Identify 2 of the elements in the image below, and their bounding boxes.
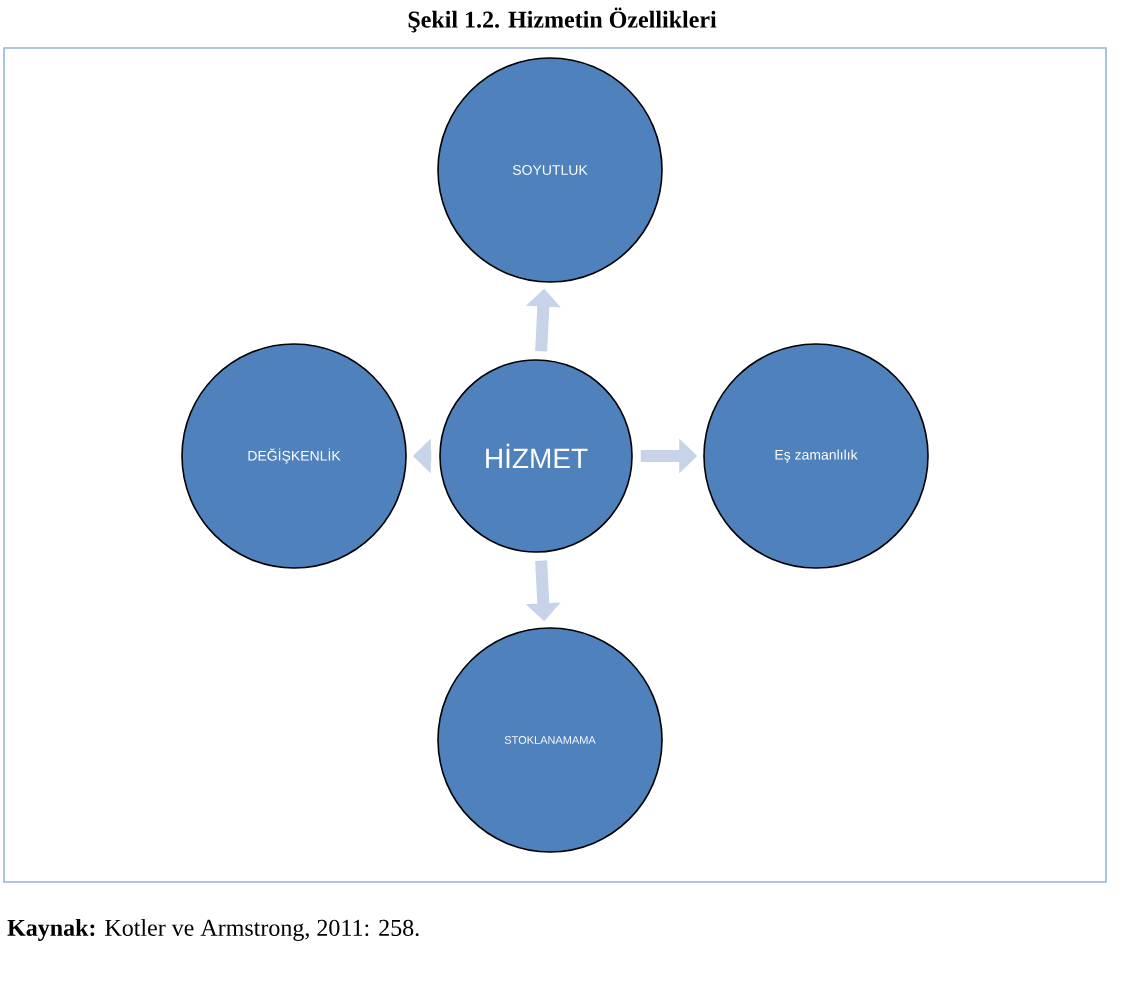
figure-title: Şekil 1.2. Hizmetin Özellikleri: [408, 7, 717, 33]
source-note: Kaynak: Kotler ve Armstrong, 2011: 258.: [7, 919, 419, 941]
